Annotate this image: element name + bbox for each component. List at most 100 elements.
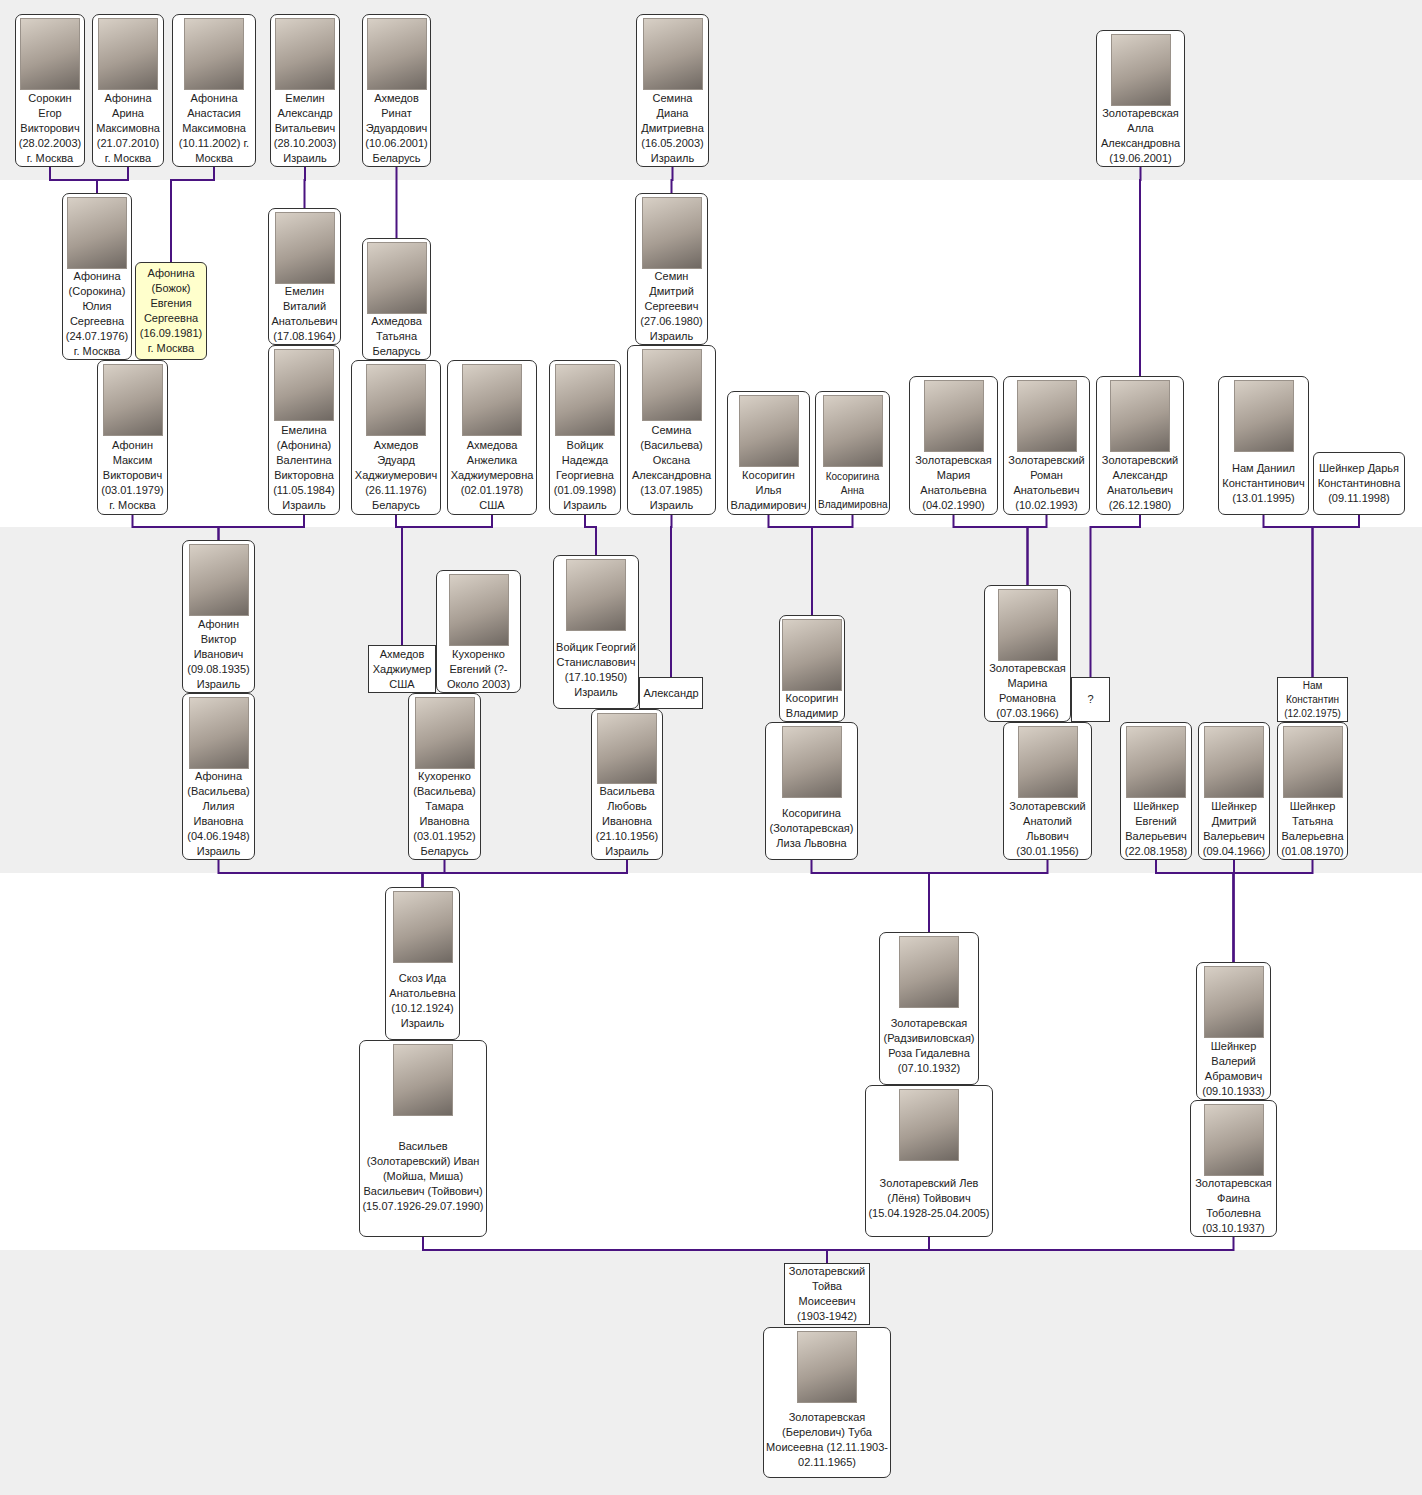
- lineage-connector: [670, 515, 673, 677]
- person-label: Войцик Надежда Георгиевна (01.09.1998) И…: [552, 438, 618, 513]
- lineage-connector: [954, 515, 1028, 585]
- lineage-connector: [769, 515, 813, 615]
- lineage-connector: [219, 860, 423, 887]
- person-label: Золотаревская Фаина Тоболевна (03.10.193…: [1193, 1176, 1274, 1236]
- person-box: Афонина Анастасия Максимовна (10.11.2002…: [172, 14, 256, 167]
- portrait-photo: [739, 395, 799, 467]
- person-label: Васильева Любовь Ивановна (21.10.1956) И…: [594, 784, 660, 859]
- person-box: Семина Диана Дмитриевна (16.05.2003) Изр…: [636, 14, 709, 167]
- lineage-connector: [812, 515, 853, 615]
- person-box: Кухоренко Евгений (?-Около 2003): [436, 570, 521, 693]
- person-label: Афонина (Сорокина) Юлия Сергеевна (24.07…: [65, 269, 129, 359]
- person-box: Нам Константин (12.02.1975): [1277, 677, 1348, 722]
- lineage-connector: [1156, 860, 1234, 962]
- person-box: Афонина (Васильева) Лилия Ивановна (04.0…: [182, 693, 255, 860]
- portrait-photo: [899, 1089, 959, 1161]
- portrait-photo: [924, 380, 984, 452]
- portrait-photo: [367, 18, 427, 90]
- portrait-photo: [642, 197, 702, 269]
- portrait-photo: [67, 197, 127, 269]
- lineage-connector: [585, 515, 596, 555]
- portrait-photo: [415, 697, 475, 769]
- person-box: Афонина (Божок) Евгения Сергеевна (16.09…: [135, 262, 207, 360]
- person-box: Золотаревский Лев (Лёня) Тойвович (15.04…: [865, 1085, 993, 1237]
- person-box: Емелин Виталий Анатольевич (17.08.1964): [268, 208, 341, 345]
- lineage-connector: [1234, 860, 1313, 962]
- person-box: Васильев (Золотаревский) Иван (Мойша, Ми…: [359, 1040, 487, 1237]
- person-box: Семина (Васильева) Оксана Александровна …: [627, 345, 716, 515]
- lineage-connector: [423, 1237, 827, 1263]
- person-box: Войцик Надежда Георгиевна (01.09.1998) И…: [549, 360, 621, 515]
- portrait-photo: [1234, 380, 1294, 452]
- person-box: Кухоренко (Васильева) Тамара Ивановна (0…: [408, 693, 481, 860]
- person-label: Скоз Ида Анатольевна (10.12.1924) Израил…: [388, 971, 457, 1031]
- portrait-photo: [555, 364, 615, 436]
- person-label: Шейнкер Валерий Абрамович (09.10.1933): [1199, 1039, 1268, 1099]
- portrait-photo: [449, 574, 509, 646]
- person-box: Золотаревский Александр Анатольевич (26.…: [1096, 376, 1184, 515]
- person-box: Войцик Георгий Станиславович (17.10.1950…: [553, 555, 639, 709]
- person-box: Шейнкер Евгений Валерьевич (22.08.1958): [1120, 722, 1192, 860]
- portrait-photo: [643, 18, 703, 90]
- portrait-photo: [642, 349, 702, 421]
- person-label: Сорокин Егор Викторович (28.02.2003) г. …: [18, 91, 82, 166]
- person-box: Косоригина (Золотаревская) Лиза Львовна: [765, 722, 858, 860]
- person-label: Золотаревская Мария Анатольевна (04.02.1…: [912, 453, 995, 513]
- person-box: Косоригина Анна Владимировна: [815, 391, 890, 515]
- person-label: Шейнкер Дарья Константиновна (09.11.1998…: [1316, 461, 1402, 506]
- person-box: ?: [1071, 677, 1110, 722]
- portrait-photo: [1017, 380, 1077, 452]
- lineage-connector: [1139, 167, 1142, 376]
- portrait-photo: [782, 726, 842, 798]
- lineage-connector: [827, 1237, 1234, 1263]
- person-label: Золотаревский Александр Анатольевич (26.…: [1099, 453, 1181, 513]
- person-label: Ахмедова Анжелика Хаджиумеровна (02.01.1…: [450, 438, 534, 513]
- person-label: Золотаревский Тойва Моисеевич (1903-1942…: [787, 1264, 867, 1324]
- portrait-photo: [597, 713, 657, 784]
- portrait-photo: [1204, 966, 1264, 1038]
- person-label: Косоригина (Золотаревская) Лиза Львовна: [768, 806, 855, 851]
- portrait-photo: [1126, 726, 1186, 798]
- person-box: Шейнкер Дарья Константиновна (09.11.1998…: [1313, 452, 1405, 515]
- person-box: Шейнкер Татьяна Валерьевна (01.08.1970): [1277, 722, 1348, 860]
- lineage-connector: [219, 515, 305, 540]
- lineage-connector: [1264, 515, 1313, 677]
- person-box: Ахмедов Эдуард Хаджиумерович (26.11.1976…: [351, 360, 441, 515]
- person-label: Афонина Арина Максимовна (21.07.2010) г.…: [95, 91, 161, 166]
- person-label: Емелин Виталий Анатольевич (17.08.1964): [271, 284, 338, 344]
- portrait-photo: [998, 589, 1058, 661]
- person-label: Ахмедов Ринат Эдуардович (10.06.2001) Бе…: [365, 91, 428, 166]
- lineage-connector: [1313, 515, 1360, 677]
- person-label: Золотаревский Роман Анатольевич (10.02.1…: [1006, 453, 1087, 513]
- portrait-photo: [1018, 726, 1078, 798]
- portrait-photo: [1204, 726, 1264, 798]
- person-box: Афонин Максим Викторович (03.01.1979) г.…: [97, 360, 168, 515]
- portrait-photo: [393, 891, 453, 963]
- person-box: Афонина Арина Максимовна (21.07.2010) г.…: [92, 14, 164, 167]
- person-box: Золотаревская Мария Анатольевна (04.02.1…: [909, 376, 998, 515]
- portrait-photo: [1204, 1104, 1264, 1176]
- portrait-photo: [1111, 34, 1171, 106]
- person-label: Косоригин Илья Владимирович: [730, 468, 807, 513]
- person-box: Золотаревская (Берелович) Туба Моисеевна…: [763, 1327, 891, 1478]
- person-label: Косоригина Анна Владимировна: [818, 470, 887, 512]
- person-box: Золотаревский Тойва Моисеевич (1903-1942…: [784, 1263, 870, 1325]
- person-box: Золотаревский Роман Анатольевич (10.02.1…: [1003, 376, 1090, 515]
- portrait-photo: [797, 1331, 857, 1403]
- portrait-photo: [189, 544, 249, 616]
- portrait-photo: [184, 18, 244, 90]
- person-box: Золотаревская Алла Александровна (19.06.…: [1096, 30, 1185, 167]
- person-label: Семина Диана Дмитриевна (16.05.2003) Изр…: [639, 91, 706, 166]
- portrait-photo: [367, 242, 427, 314]
- person-box: Афонин Виктор Иванович (09.08.1935) Изра…: [182, 540, 255, 693]
- person-label: Васильев (Золотаревский) Иван (Мойша, Ми…: [362, 1139, 484, 1214]
- person-label: Кухоренко (Васильева) Тамара Ивановна (0…: [411, 769, 478, 859]
- portrait-photo: [20, 18, 80, 90]
- person-label: Афонина (Васильева) Лилия Ивановна (04.0…: [185, 769, 252, 859]
- person-label: Афонина (Божок) Евгения Сергеевна (16.09…: [138, 266, 204, 356]
- person-label: Золотаревский Анатолий Львович (30.01.19…: [1006, 799, 1089, 859]
- portrait-photo: [823, 395, 883, 467]
- person-label: Афонина Анастасия Максимовна (10.11.2002…: [175, 91, 253, 166]
